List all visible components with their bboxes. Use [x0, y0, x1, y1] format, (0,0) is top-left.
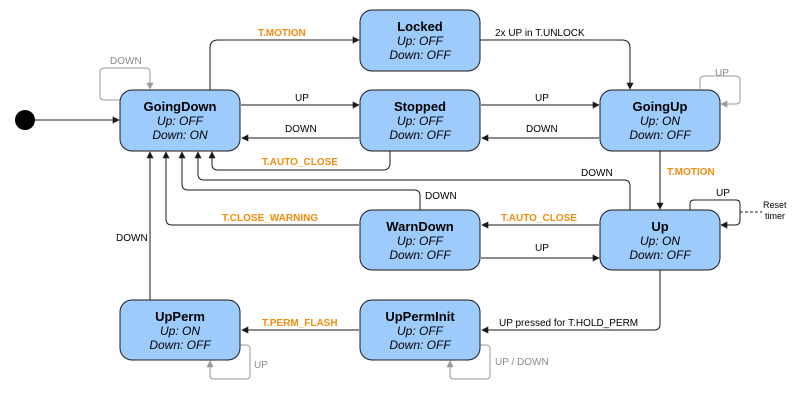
- state-up: Up Up: ON Down: OFF: [599, 209, 721, 271]
- state-title: UpPerm: [155, 309, 205, 324]
- label-goingup-self: UP: [715, 68, 729, 79]
- state-up-value: Up: OFF: [157, 114, 204, 128]
- state-up-value: Up: OFF: [397, 234, 444, 248]
- edge-up-to-goingdown: [194, 151, 631, 210]
- label-hold-perm: UP pressed for T.HOLD_PERM: [499, 318, 638, 329]
- state-going-down: GoingDown Up: OFF Down: ON: [119, 89, 241, 152]
- state-down-value: Down: OFF: [149, 338, 211, 352]
- state-stopped: Stopped Up: OFF Down: OFF: [359, 89, 481, 152]
- state-up-perm: UpPerm Up: ON Down: OFF: [119, 299, 241, 361]
- edge-goingdown-to-locked: [209, 36, 360, 90]
- label-up-self: UP: [716, 188, 730, 199]
- label-t-motion-up: T.MOTION: [667, 167, 715, 178]
- label-goingup-to-stopped: DOWN: [526, 124, 558, 135]
- label-close-warning: T.CLOSE_WARNING: [222, 213, 318, 224]
- label-warndown-down: DOWN: [425, 191, 457, 202]
- state-up-value: Up: OFF: [397, 34, 444, 48]
- edge-stopped-auto-close: [208, 151, 391, 171]
- state-down-value: Down: OFF: [389, 128, 451, 142]
- state-warn-down: WarnDown Up: OFF Down: OFF: [359, 209, 481, 271]
- edge-upperm-self: [206, 344, 251, 380]
- state-down-value: Down: OFF: [629, 248, 691, 262]
- label-warndown-to-up: UP: [535, 243, 549, 254]
- state-down-value: Down: ON: [152, 128, 208, 142]
- state-title: GoingDown: [144, 99, 217, 114]
- state-down-value: Down: OFF: [389, 48, 451, 62]
- label-timer: timer: [765, 211, 785, 221]
- state-locked: Locked Up: OFF Down: OFF: [359, 9, 481, 72]
- state-up-value: Up: ON: [640, 234, 680, 248]
- state-down-value: Down: OFF: [389, 248, 451, 262]
- state-title: Up: [651, 219, 668, 234]
- state-going-up: GoingUp Up: ON Down: OFF: [599, 89, 721, 152]
- edge-locked-to-goingup: [480, 39, 634, 90]
- edge-goingup-self: [699, 75, 741, 108]
- label-up-to-goingdown: DOWN: [581, 168, 613, 179]
- label-reset: Reset: [763, 200, 787, 210]
- label-uperminit-self: UP / DOWN: [495, 357, 549, 368]
- label-auto-close-up: T.AUTO_CLOSE: [501, 213, 577, 224]
- edge-up-self: [689, 199, 741, 229]
- label-goingdown-to-stopped: UP: [295, 93, 309, 104]
- state-title: Locked: [397, 19, 443, 34]
- label-upperm-self: UP: [254, 360, 268, 371]
- state-up-value: Up: OFF: [397, 114, 444, 128]
- state-up-value: Up: ON: [640, 114, 680, 128]
- label-2x-up-unlock: 2x UP in T.UNLOCK: [495, 28, 585, 39]
- label-auto-close-stopped: T.AUTO_CLOSE: [262, 157, 338, 168]
- state-title: WarnDown: [386, 219, 453, 234]
- state-down-value: Down: OFF: [629, 128, 691, 142]
- state-down-value: Down: OFF: [389, 338, 451, 352]
- label-t-motion-locked: T.MOTION: [258, 28, 306, 39]
- label-upperm-down: DOWN: [116, 233, 148, 244]
- edge-warndown-to-goingdown: [178, 151, 421, 210]
- edge-goingdown-self: [99, 67, 154, 101]
- label-goingdown-self: DOWN: [110, 56, 142, 67]
- state-title: Stopped: [394, 99, 446, 114]
- state-up-value: Up: OFF: [397, 324, 444, 338]
- state-up-perm-init: UpPermInit Up: OFF Down: OFF: [359, 299, 481, 361]
- edge-uperminit-self: [446, 344, 491, 380]
- edge-close-warning: [162, 151, 359, 226]
- state-title: GoingUp: [633, 99, 688, 114]
- label-stopped-to-goingdown: DOWN: [285, 124, 317, 135]
- label-perm-flash: T.PERM_FLASH: [262, 318, 338, 329]
- state-up-value: Up: ON: [160, 324, 200, 338]
- initial-state-dot: [15, 110, 35, 130]
- state-title: UpPermInit: [385, 309, 455, 324]
- edge-hold-perm: [481, 270, 661, 334]
- label-stopped-to-goingup: UP: [535, 93, 549, 104]
